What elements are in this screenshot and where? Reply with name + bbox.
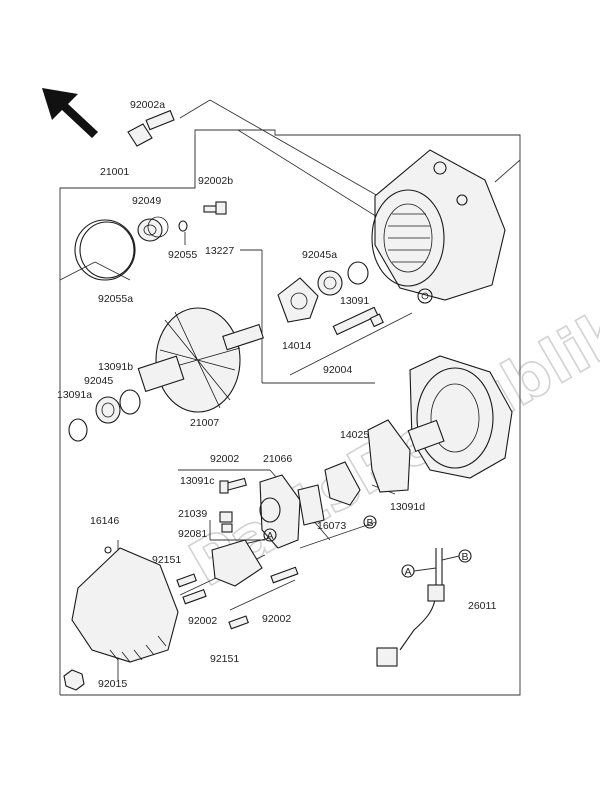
label-21039: 21039 <box>178 508 207 520</box>
label-16073: 16073 <box>317 520 346 532</box>
label-16146: 16146 <box>90 515 119 527</box>
label-92015: 92015 <box>98 678 127 690</box>
label-13091b: 13091b <box>98 361 133 373</box>
brush-holder-14025 <box>324 419 411 506</box>
ring-13091 <box>347 261 369 285</box>
label-92002-left: 92002 <box>188 615 217 627</box>
label-92055a: 92055a <box>98 293 133 305</box>
label-13091d: 13091d <box>390 501 425 513</box>
label-92151-b: 92151 <box>210 653 239 665</box>
stud-92004 <box>332 306 384 336</box>
label-92045: 92045 <box>84 375 113 387</box>
label-14025: 14025 <box>340 429 369 441</box>
label-21007: 21007 <box>190 417 219 429</box>
label-21001: 21001 <box>100 166 129 178</box>
label-92151-a: 92151 <box>152 554 181 566</box>
gear-icon <box>417 288 433 304</box>
label-13227: 13227 <box>205 245 234 257</box>
ref-a-marker-2: A <box>401 564 437 578</box>
label-13091: 13091 <box>340 295 369 307</box>
part-labels: 92002a 21001 92049 92002b 13227 92045a 9… <box>57 99 497 690</box>
ref-b-marker-1: B <box>363 515 377 529</box>
bolt-92002a <box>127 109 175 147</box>
assembly-frame <box>59 129 521 696</box>
bracket-21039 <box>211 511 263 587</box>
cover-16146 <box>71 546 179 663</box>
label-92049: 92049 <box>132 195 161 207</box>
screw-92151-a <box>176 573 197 588</box>
svg-text:B: B <box>366 517 373 529</box>
plate-14014 <box>277 277 319 323</box>
screw-92002-left <box>182 588 207 605</box>
label-13091c: 13091c <box>180 475 214 487</box>
oring-92055 <box>178 220 188 232</box>
bearing-92045a <box>317 270 343 296</box>
label-13091a: 13091a <box>57 389 92 401</box>
direction-arrow-icon <box>42 88 98 138</box>
label-92002a: 92002a <box>130 99 165 111</box>
bearing-92049 <box>137 216 169 242</box>
ring-13091b <box>119 389 141 415</box>
plate-16073 <box>297 484 325 526</box>
regulator-21066 <box>259 474 301 549</box>
screw-92002-right <box>270 566 299 584</box>
rear-housing <box>407 355 513 479</box>
ring-13091a <box>68 418 88 442</box>
screw-92002b <box>203 201 227 215</box>
label-92004: 92004 <box>323 364 352 376</box>
stator-housing <box>371 149 506 301</box>
svg-text:A: A <box>404 566 411 578</box>
label-26011: 26011 <box>468 600 497 612</box>
screw-92151-b <box>228 615 249 630</box>
harness-26011 <box>376 548 445 667</box>
ref-a-marker-1: A <box>263 528 277 542</box>
label-14014: 14014 <box>282 340 311 352</box>
label-92002-right: 92002 <box>262 613 291 625</box>
svg-text:B: B <box>461 551 468 563</box>
oring-92055a <box>74 219 136 281</box>
screw-92002-top <box>219 477 247 494</box>
label-92055: 92055 <box>168 249 197 261</box>
label-21066: 21066 <box>263 453 292 465</box>
label-92081: 92081 <box>178 528 207 540</box>
label-92002-top: 92002 <box>210 453 239 465</box>
bearing-92045 <box>95 396 121 424</box>
nut-92015 <box>63 669 85 691</box>
label-92045a: 92045a <box>302 249 337 261</box>
label-92002b: 92002b <box>198 175 233 187</box>
ref-b-marker-2: B <box>441 549 472 563</box>
rotor-21007 <box>137 307 264 413</box>
svg-text:A: A <box>266 530 273 542</box>
